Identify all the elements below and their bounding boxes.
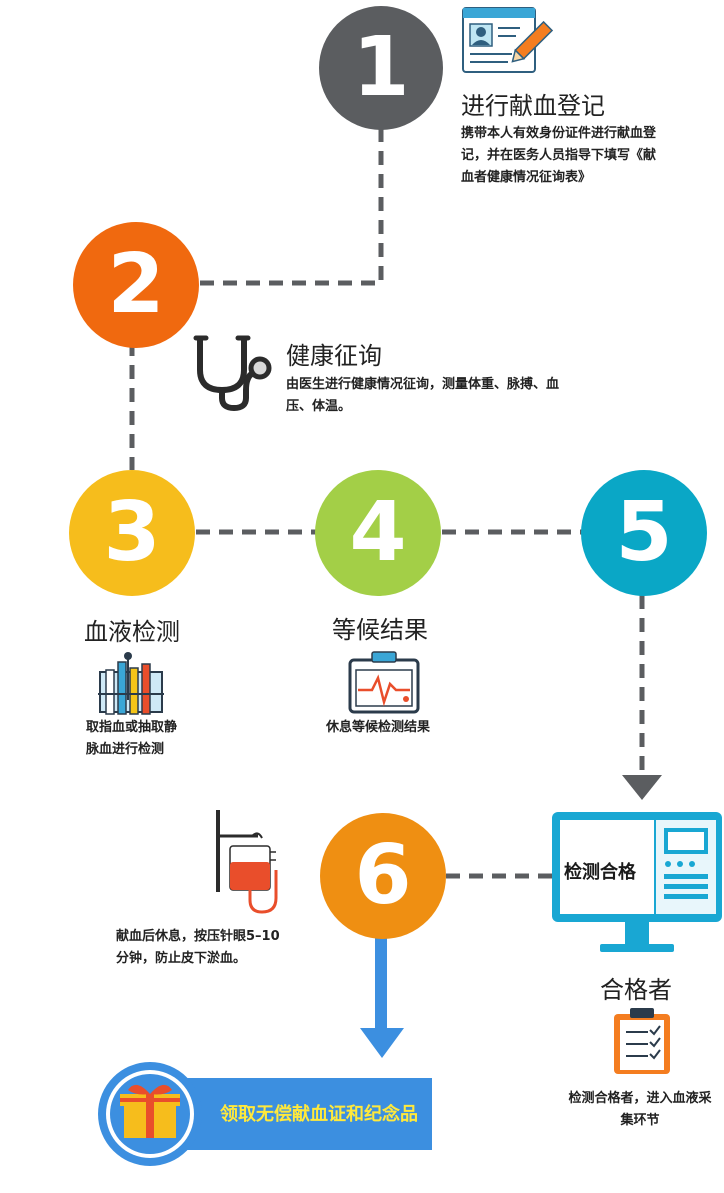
step-5-circle: 5 [581, 470, 707, 596]
step-2-desc: 由医生进行健康情况征询，测量体重、脉搏、血 压、体温。 [286, 374, 586, 418]
step-1-desc-line: 血者健康情况征询表》 [461, 170, 592, 185]
screen-label: 检测合格 [564, 862, 636, 883]
stethoscope-icon [193, 335, 272, 412]
step-3-number: 3 [103, 485, 161, 580]
step-2-circle: 2 [73, 222, 199, 348]
test-tubes-icon [98, 652, 164, 715]
heart-monitor-icon [348, 651, 420, 714]
step-6-number: 6 [354, 828, 412, 923]
step-6-circle: 6 [320, 813, 446, 939]
step-4-desc: 休息等候检测结果 [326, 717, 466, 739]
step-5-number: 5 [615, 485, 673, 580]
connector-1-2 [198, 128, 384, 286]
computer-monitor-icon [552, 812, 722, 952]
step-1-title: 进行献血登记 [461, 92, 605, 120]
step-1-desc-line: 记，并在医务人员指导下填写《献 [461, 148, 657, 163]
arrow-down-blue [360, 938, 404, 1058]
arrow-down-gray [622, 775, 662, 800]
step-1-desc: 携带本人有效身份证件进行献血登 记，并在医务人员指导下填写《献 血者健康情况征询… [461, 123, 701, 189]
step-3-desc: 取指血或抽取静 脉血进行检测 [86, 717, 206, 761]
step-4-title: 等候结果 [332, 616, 428, 644]
step-2-desc-line: 由医生进行健康情况征询，测量体重、脉搏、血 [286, 377, 560, 392]
step-1-number: 1 [352, 20, 410, 115]
final-label: 领取无偿献血证和纪念品 [220, 1104, 418, 1125]
step-6-desc: 献血后休息，按压针眼5–10 分钟，防止皮下淤血。 [116, 926, 316, 970]
step-4-desc-line: 休息等候检测结果 [326, 720, 431, 735]
connectors [129, 128, 645, 879]
clipboard-icon [614, 1008, 670, 1074]
step-2-number: 2 [107, 237, 165, 332]
id-card-icon [462, 7, 554, 73]
qualified-desc-line: 集环节 [620, 1113, 660, 1128]
step-2-desc-line: 压、体温。 [286, 399, 352, 414]
step-1-circle: 1 [319, 6, 443, 130]
step-3-desc-line: 脉血进行检测 [86, 742, 165, 757]
step-4-circle: 4 [315, 470, 441, 596]
step-2-title: 健康征询 [286, 342, 382, 370]
step-4-number: 4 [349, 485, 407, 580]
iv-bag-icon [216, 810, 278, 914]
step-3-circle: 3 [69, 470, 195, 596]
qualified-desc-line: 检测合格者，进入血液采 [568, 1091, 712, 1106]
step-6-desc-line: 献血后休息，按压针眼5–10 [116, 929, 280, 944]
step-1-desc-line: 携带本人有效身份证件进行献血登 [461, 126, 657, 141]
gift-box-icon [120, 1084, 180, 1138]
qualified-desc: 检测合格者，进入血液采 集环节 [560, 1088, 720, 1132]
step-6-desc-line: 分钟，防止皮下淤血。 [116, 951, 247, 966]
qualified-title: 合格者 [600, 976, 672, 1004]
step-3-title: 血液检测 [84, 618, 180, 646]
step-3-desc-line: 取指血或抽取静 [86, 720, 178, 735]
